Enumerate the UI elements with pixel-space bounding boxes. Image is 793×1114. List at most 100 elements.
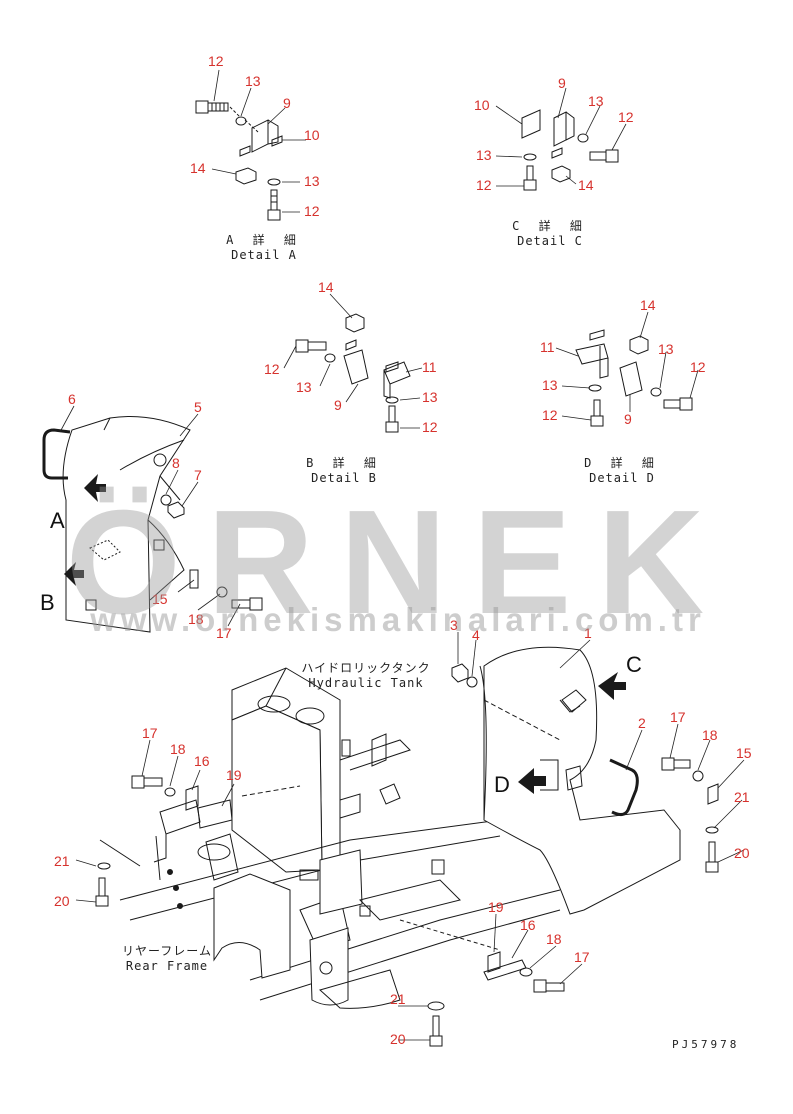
washer-icon: [164, 787, 176, 797]
view-letter-b: B: [40, 590, 55, 615]
callout-number: 14: [640, 297, 656, 313]
detail-a-title-jp: A 詳 細: [226, 233, 302, 247]
callout-number: 13: [422, 389, 438, 405]
callout-number: 7: [194, 467, 202, 483]
callout-number: 21: [734, 789, 750, 805]
detail-b-caption: B 詳 細 Detail B: [294, 456, 394, 486]
clip-icon: [551, 147, 563, 159]
washer-icon: [466, 676, 478, 688]
hydraulic-tank-label-jp: ハイドロリックタンク: [301, 661, 431, 675]
bracket-icon: [343, 349, 369, 385]
bottom-fasteners: [427, 951, 565, 1047]
nut-icon: [451, 663, 469, 683]
callout-number: 12: [422, 419, 438, 435]
callout-number: 12: [618, 109, 634, 125]
callout-number: 17: [670, 709, 686, 725]
mid-left-fasteners: [95, 775, 233, 907]
callout-number: 20: [54, 893, 70, 909]
leader-lines: [59, 69, 745, 1041]
washer-icon: [160, 494, 172, 506]
clip-icon: [707, 783, 719, 805]
rear-frame-label-en: Rear Frame: [125, 959, 209, 973]
callout-number: 13: [245, 73, 261, 89]
left-cover-assembly: [42, 416, 263, 633]
view-letter-c: C: [626, 652, 642, 677]
bracket-icon: [575, 343, 609, 379]
callout-number: 2: [638, 715, 646, 731]
washer-icon: [577, 133, 589, 143]
callout-number: 19: [226, 767, 242, 783]
callout-number: 14: [578, 177, 594, 193]
callout-number: 13: [476, 147, 492, 163]
washer-icon: [324, 353, 336, 363]
bolt-icon: [533, 979, 565, 993]
bolt-icon: [523, 165, 537, 191]
callout-number: 12: [264, 361, 280, 377]
arrow-icon: [64, 562, 84, 586]
callout-number: 13: [304, 173, 320, 189]
hydraulic-tank-label-en: Hydraulic Tank: [308, 676, 424, 690]
washer-icon: [588, 384, 602, 392]
callout-number: 12: [208, 53, 224, 69]
callout-number: 17: [216, 625, 232, 641]
clip-icon: [345, 339, 357, 351]
callout-number: 21: [390, 991, 406, 1007]
detail-a-caption: A 詳 細 Detail A: [214, 233, 314, 263]
callout-numbers: 12 13 9 10 14 13 12 9 10 13 12 13 12 14 …: [54, 53, 752, 1047]
washer-icon: [385, 396, 399, 404]
callout-number: 17: [142, 725, 158, 741]
callout-number: 11: [422, 359, 437, 375]
bolt-icon: [663, 397, 693, 411]
callout-number: 20: [390, 1031, 406, 1047]
callout-number: 12: [690, 359, 706, 375]
detail-b-title-jp: B 詳 細: [306, 456, 382, 470]
washer-icon: [650, 387, 662, 397]
callout-number: 9: [624, 411, 632, 427]
handle-icon: [42, 428, 71, 480]
hydraulic-tank-assembly: [231, 667, 411, 873]
bolt-icon: [590, 399, 604, 427]
callout-number: 9: [558, 75, 566, 91]
detail-d-title-jp: D 詳 細: [584, 456, 660, 470]
callout-number: 4: [472, 627, 480, 643]
view-letters: A B C D: [40, 508, 642, 797]
bracket-icon: [153, 799, 201, 863]
bolt-icon: [95, 877, 109, 907]
nut-icon: [167, 501, 185, 519]
clip-icon: [385, 361, 399, 373]
bracket-icon: [619, 361, 643, 397]
callout-number: 18: [188, 611, 204, 627]
callout-number: 1: [584, 625, 592, 641]
bolt-icon: [295, 339, 327, 353]
callout-number: 13: [296, 379, 312, 395]
callout-number: 21: [54, 853, 70, 869]
view-letter-d: D: [494, 772, 510, 797]
washer-icon: [267, 178, 281, 186]
handle-icon: [609, 758, 639, 817]
bolt-icon: [131, 775, 163, 789]
washer-icon: [523, 153, 537, 161]
detail-a-group: [195, 100, 283, 221]
callout-number: 14: [190, 160, 206, 176]
washer-icon: [519, 967, 533, 977]
bolt-icon: [195, 100, 229, 114]
callout-number: 20: [734, 845, 750, 861]
bracket-icon: [251, 119, 279, 153]
callout-number: 11: [540, 339, 555, 355]
bracket-icon: [483, 959, 527, 981]
callout-number: 12: [304, 203, 320, 219]
callout-number: 18: [546, 931, 562, 947]
callout-number: 16: [520, 917, 536, 933]
rear-frame-assembly: [99, 785, 561, 1009]
arrow-icon: [84, 474, 106, 502]
callout-number: 15: [152, 591, 168, 607]
clip-icon: [239, 135, 283, 157]
callout-number: 10: [304, 127, 320, 143]
rear-frame-caption: リヤーフレーム Rear Frame: [112, 944, 222, 974]
nut-icon: [551, 165, 571, 183]
bolt-icon: [661, 757, 691, 771]
bolt-icon: [589, 149, 619, 163]
callout-number: 13: [658, 341, 674, 357]
